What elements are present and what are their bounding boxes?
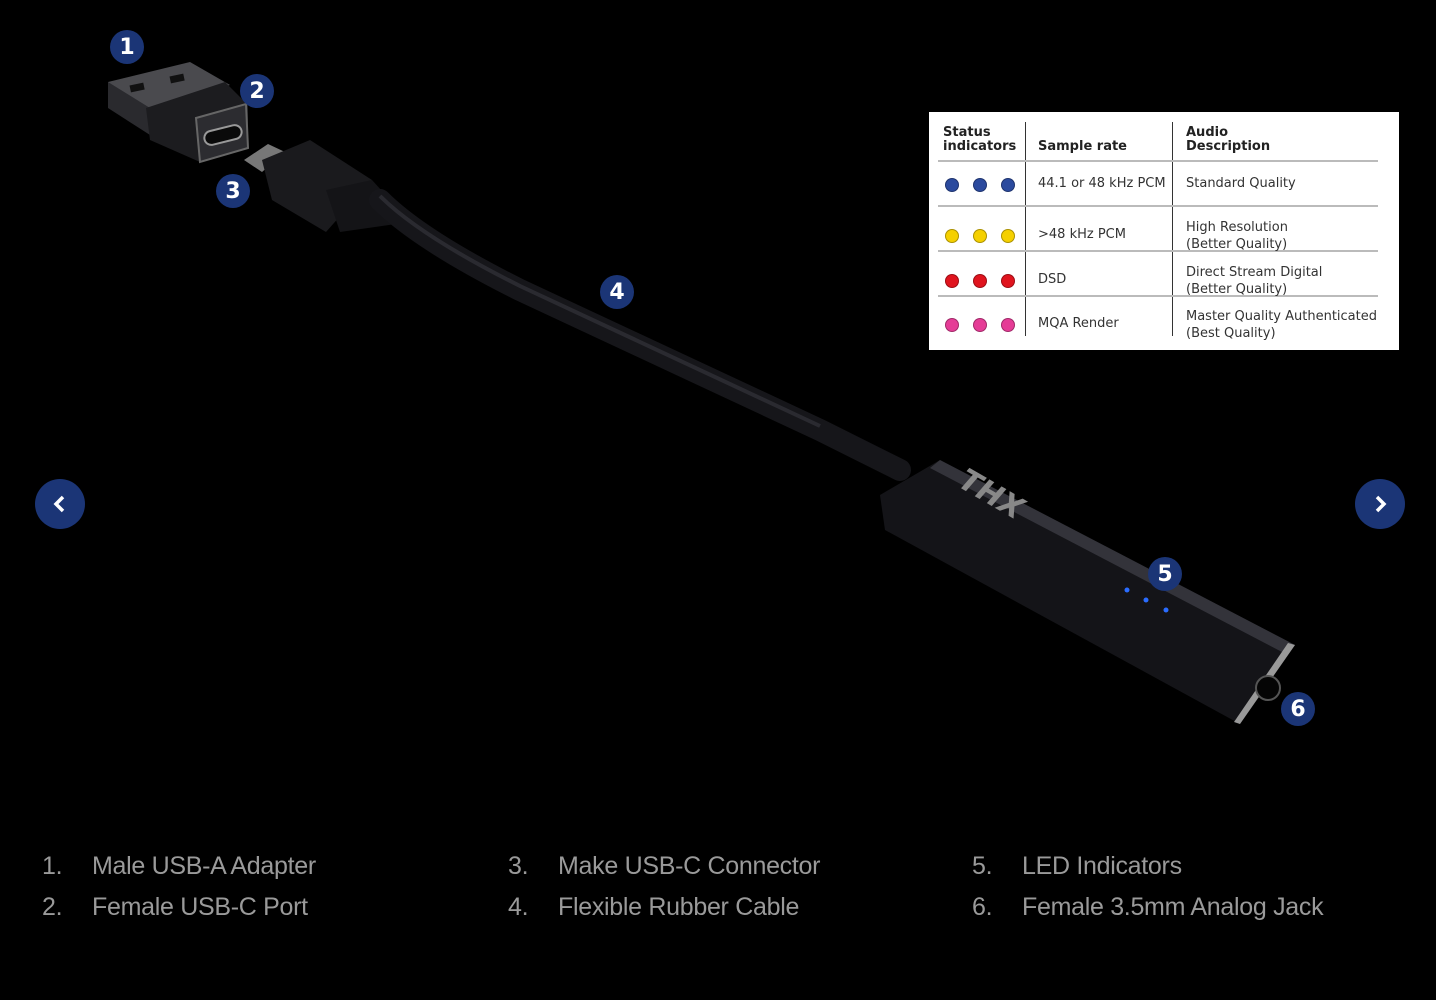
legend-label: Female USB-C Port — [92, 893, 308, 921]
callout-badge-3: 3 — [216, 174, 250, 208]
legend-number: 5. — [972, 852, 993, 880]
header-audio-description: Audio Description — [1186, 125, 1271, 154]
audio-jack — [1255, 675, 1281, 701]
row-divider — [938, 250, 1378, 252]
sample-rate-cell: >48 kHz PCM — [1038, 227, 1126, 242]
chevron-left-icon — [53, 495, 65, 513]
sample-rate-cell: 44.1 or 48 kHz PCM — [1038, 176, 1166, 191]
column-divider — [1025, 122, 1026, 336]
usb-a-plug — [108, 62, 230, 108]
led-indicator — [1163, 607, 1169, 613]
callout-badge-1: 1 — [110, 30, 144, 64]
status-led-dot — [973, 229, 987, 243]
rubber-cable — [369, 189, 911, 481]
legend-number: 1. — [42, 852, 63, 880]
legend-label: Male USB-A Adapter — [92, 852, 316, 880]
legend-label: Make USB-C Connector — [558, 852, 821, 880]
audio-description-cell: Standard Quality — [1186, 176, 1296, 191]
audio-description-cell: Master Quality Authenticated — [1186, 309, 1377, 324]
legend-number: 6. — [972, 893, 993, 921]
audio-description-quality: (Better Quality) — [1186, 237, 1288, 252]
next-slide-button[interactable] — [1355, 479, 1405, 529]
status-led-dot — [1001, 318, 1015, 332]
row-divider — [938, 160, 1378, 162]
audio-description-quality: (Best Quality) — [1186, 326, 1276, 341]
usb-c-port — [203, 124, 243, 146]
legend-label: LED Indicators — [1022, 852, 1182, 880]
usb-c-connector — [244, 144, 285, 172]
status-led-dot — [1001, 274, 1015, 288]
status-led-dot — [973, 274, 987, 288]
column-divider — [1172, 122, 1173, 336]
row-divider — [938, 205, 1378, 207]
status-led-dot — [1001, 178, 1015, 192]
header-status-indicators: Status indicators — [943, 125, 1017, 154]
row-divider — [938, 295, 1378, 297]
previous-slide-button[interactable] — [35, 479, 85, 529]
callout-badge-6: 6 — [1281, 692, 1315, 726]
status-led-dot — [945, 318, 959, 332]
legend-number: 4. — [508, 893, 529, 921]
status-led-dot — [945, 229, 959, 243]
header-sample-rate: Sample rate — [1038, 139, 1128, 154]
sample-rate-cell: MQA Render — [1038, 316, 1119, 331]
dac-body — [880, 460, 1295, 724]
product-image-usb-dac: THX — [108, 62, 1295, 724]
legend-number: 2. — [42, 893, 63, 921]
status-led-dot — [1001, 229, 1015, 243]
status-led-dot — [945, 274, 959, 288]
status-led-dot — [945, 178, 959, 192]
audio-description-cell: High Resolution — [1186, 220, 1288, 235]
led-indicator — [1124, 587, 1130, 593]
led-indicator — [1143, 597, 1149, 603]
status-led-dot — [973, 318, 987, 332]
status-led-dot — [973, 178, 987, 192]
callout-badge-2: 2 — [240, 74, 274, 108]
callout-badge-5: 5 — [1148, 557, 1182, 591]
callout-badge-4: 4 — [600, 275, 634, 309]
status-indicator-table: Status indicators Sample rate Audio Desc… — [929, 112, 1399, 350]
audio-description-cell: Direct Stream Digital — [1186, 265, 1323, 280]
legend-label: Flexible Rubber Cable — [558, 893, 800, 921]
legend-number: 3. — [508, 852, 529, 880]
chevron-right-icon — [1375, 495, 1387, 513]
sample-rate-cell: DSD — [1038, 272, 1067, 287]
legend-label: Female 3.5mm Analog Jack — [1022, 893, 1324, 921]
audio-description-quality: (Better Quality) — [1186, 282, 1288, 297]
